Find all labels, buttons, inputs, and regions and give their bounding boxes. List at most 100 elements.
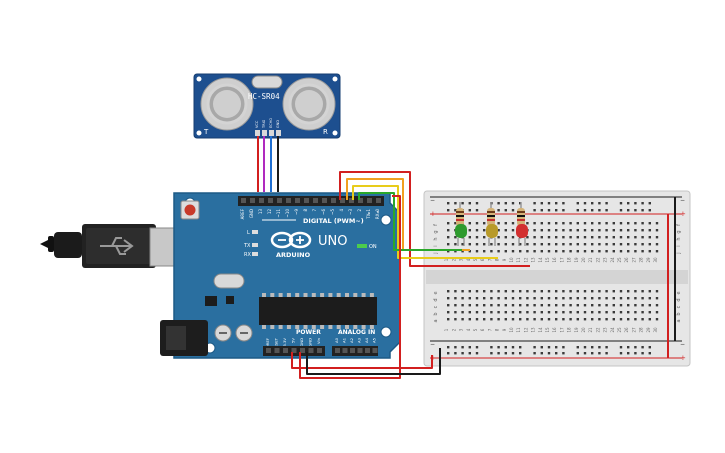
header-pin[interactable] — [283, 348, 288, 353]
header-pin[interactable] — [291, 348, 297, 353]
header-pin[interactable] — [286, 198, 291, 203]
rail-minus-label: − — [430, 197, 435, 204]
header-pin[interactable] — [268, 198, 273, 203]
rx-led — [252, 252, 258, 256]
column-number: 21 — [588, 257, 593, 263]
header-pin[interactable] — [331, 198, 336, 203]
column-number: 6 — [480, 258, 485, 261]
wires[interactable] — [257, 136, 676, 379]
column-number: 17 — [559, 257, 564, 263]
column-number: 7 — [487, 328, 492, 331]
header-pin[interactable] — [295, 198, 300, 203]
row-letter: j — [433, 252, 439, 254]
digital-pin-label: ~9 — [294, 209, 299, 215]
column-number: 12 — [523, 327, 528, 333]
sensor-pins — [255, 130, 281, 136]
header-pin[interactable] — [358, 198, 363, 203]
row-letter: d — [676, 298, 682, 301]
column-number: 29 — [646, 257, 651, 263]
digital-pin-label: 12 — [267, 209, 272, 215]
led-yellow[interactable] — [486, 224, 498, 246]
wire-gnd-rail[interactable] — [306, 348, 441, 375]
sensor-hole — [332, 76, 338, 82]
header-pin[interactable] — [376, 198, 381, 203]
header-pin[interactable] — [322, 198, 327, 203]
led-red[interactable] — [516, 224, 528, 246]
led-green[interactable] — [455, 224, 467, 246]
rail-minus-label: − — [680, 341, 685, 348]
header-pin[interactable] — [335, 348, 340, 353]
column-number: 5 — [473, 258, 478, 261]
reset-button-cap[interactable] — [184, 204, 196, 216]
wire-power-rail[interactable] — [291, 352, 433, 369]
column-number: 23 — [603, 257, 608, 263]
transmitter-transducer — [200, 77, 254, 131]
resistor[interactable] — [456, 202, 464, 232]
header-pin[interactable] — [367, 198, 372, 203]
analog-pin-label: A2 — [349, 337, 354, 343]
header-pin[interactable] — [340, 198, 345, 203]
header-pin[interactable] — [304, 198, 309, 203]
column-number: 9 — [502, 258, 507, 261]
row-letter: d — [433, 298, 439, 301]
rail-plus-label: + — [680, 354, 686, 362]
header-pin[interactable] — [250, 198, 255, 203]
header-pin[interactable] — [342, 348, 348, 353]
column-number: 27 — [631, 327, 636, 333]
row-letter: i — [676, 245, 682, 246]
header-pin[interactable] — [365, 348, 370, 353]
column-number: 28 — [639, 257, 644, 263]
column-number: 12 — [523, 257, 528, 263]
digital-pin-label: ~11 — [276, 209, 281, 218]
header-pin[interactable] — [259, 198, 264, 203]
row-letter: i — [433, 245, 439, 246]
led-resistor-group[interactable] — [455, 202, 528, 246]
column-number: 11 — [516, 327, 521, 333]
header-pin[interactable] — [349, 198, 354, 203]
header-pin[interactable] — [274, 348, 280, 353]
voltage-regulator — [205, 296, 217, 306]
wire-green-led[interactable] — [358, 192, 462, 251]
digital-pin-label: 13 — [258, 209, 263, 215]
on-label: ON — [369, 244, 377, 250]
wire-yellow-led[interactable] — [352, 185, 498, 259]
header-pin[interactable] — [357, 348, 363, 353]
digital-pin-label: RX◂0 — [375, 209, 380, 220]
column-number: 4 — [466, 258, 471, 261]
header-pin[interactable] — [241, 198, 246, 203]
column-number: 17 — [559, 327, 564, 333]
wire-red-led[interactable] — [339, 171, 530, 267]
sensor-pin-label: ECHO — [269, 118, 273, 128]
receiver-transducer — [282, 77, 336, 131]
column-number: 26 — [624, 257, 629, 263]
header-pin[interactable] — [300, 348, 305, 353]
header-pin[interactable] — [313, 198, 318, 203]
analog-pin-label: A4 — [364, 337, 369, 343]
digital-pin-label: ~3 — [348, 209, 353, 215]
rail-minus-label: − — [430, 341, 435, 348]
column-number: 22 — [595, 327, 600, 333]
sensor-pin-label: TRIG — [262, 119, 266, 129]
column-number: 5 — [473, 328, 478, 331]
header-pin[interactable] — [372, 348, 378, 353]
wire-5v[interactable] — [299, 195, 401, 379]
analog-pin-label: A0 — [334, 337, 339, 343]
header-pin[interactable] — [266, 348, 271, 353]
column-number: 16 — [552, 327, 557, 333]
header-pin[interactable] — [277, 198, 282, 203]
column-number: 10 — [509, 257, 514, 263]
analog-pin-label: A1 — [342, 337, 347, 343]
analog-pin-label: A3 — [357, 337, 362, 343]
header-pin[interactable] — [350, 348, 355, 353]
header-pin[interactable] — [308, 348, 314, 353]
header-pin[interactable] — [317, 348, 322, 353]
sensor-r-mark: R — [323, 128, 328, 136]
mounting-hole — [380, 326, 392, 338]
